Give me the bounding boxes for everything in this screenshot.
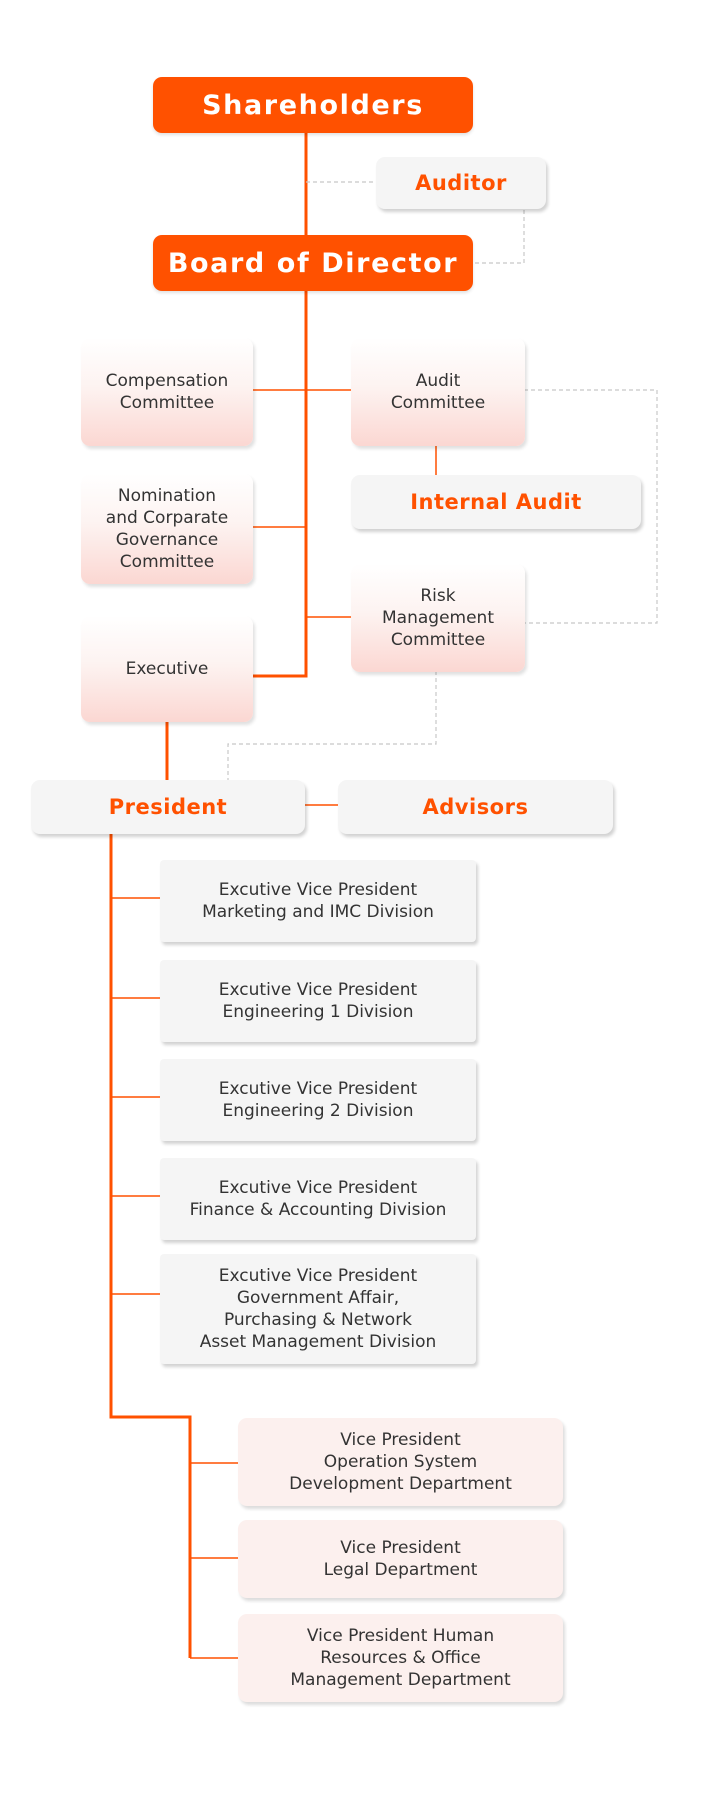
shareholders-box: Shareholders bbox=[153, 77, 473, 133]
evp-1-line-1: Excutive Vice President bbox=[218, 880, 418, 900]
evp-5-line-2: Government Affair, bbox=[236, 1288, 400, 1308]
auditor-box: Auditor bbox=[376, 157, 546, 209]
advisors-box: Advisors bbox=[338, 780, 613, 834]
vp-legal-box: Vice President Legal Department bbox=[238, 1520, 563, 1598]
audit-line-1: Audit bbox=[415, 371, 461, 391]
evp-4-line-1: Excutive Vice President bbox=[218, 1178, 418, 1198]
risk-line-3: Committee bbox=[390, 630, 486, 650]
nomination-line-3: Governance bbox=[115, 530, 219, 550]
vp-1-line-1: Vice President bbox=[340, 1430, 461, 1450]
nomination-line-2: and Corparate bbox=[105, 508, 229, 528]
evp-2-line-2: Engineering 1 Division bbox=[222, 1002, 414, 1022]
vp-human-resources-box: Vice President Human Resources & Office … bbox=[238, 1614, 563, 1702]
audit-committee-box: Audit Committee bbox=[351, 338, 525, 446]
vp-operation-system-box: Vice President Operation System Developm… bbox=[238, 1418, 563, 1506]
evp-1-line-2: Marketing and IMC Division bbox=[202, 902, 434, 922]
dotted-risk-president bbox=[227, 671, 437, 780]
audit-line-2: Committee bbox=[390, 393, 486, 413]
vp-3-line-1: Vice President Human bbox=[306, 1626, 495, 1646]
risk-line-2: Management bbox=[382, 608, 494, 628]
risk-line-1: Risk bbox=[420, 586, 456, 606]
dotted-audit-risk bbox=[524, 389, 658, 624]
internal-audit-box: Internal Audit bbox=[351, 475, 641, 529]
board-box: Board of Director bbox=[153, 235, 473, 291]
evp-5-line-4: Asset Management Division bbox=[199, 1332, 437, 1352]
evp-finance-box: Excutive Vice President Finance & Accoun… bbox=[160, 1158, 476, 1240]
evp-3-line-2: Engineering 2 Division bbox=[222, 1101, 414, 1121]
evp-3-line-1: Excutive Vice President bbox=[218, 1079, 418, 1099]
compensation-line-1: Compensation bbox=[105, 371, 229, 391]
compensation-committee-box: Compensation Committee bbox=[81, 338, 253, 446]
evp-5-line-1: Excutive Vice President bbox=[218, 1266, 418, 1286]
evp-engineering-1-box: Excutive Vice President Engineering 1 Di… bbox=[160, 960, 476, 1042]
vp-3-line-3: Management Department bbox=[290, 1670, 511, 1690]
vp-1-line-2: Operation System bbox=[323, 1452, 478, 1472]
nomination-committee-box: Nomination and Corparate Governance Comm… bbox=[81, 474, 253, 584]
line-board-spine bbox=[252, 290, 308, 678]
compensation-line-2: Committee bbox=[119, 393, 215, 413]
evp-4-line-2: Finance & Accounting Division bbox=[189, 1200, 447, 1220]
evp-marketing-box: Excutive Vice President Marketing and IM… bbox=[160, 860, 476, 942]
evp-government-affair-box: Excutive Vice President Government Affai… bbox=[160, 1254, 476, 1364]
vp-1-line-3: Development Department bbox=[289, 1474, 512, 1494]
vp-3-line-2: Resources & Office bbox=[320, 1648, 481, 1668]
nomination-line-1: Nomination bbox=[117, 486, 217, 506]
vp-2-line-1: Vice President bbox=[340, 1538, 461, 1558]
nomination-line-4: Committee bbox=[119, 552, 215, 572]
dotted-auditor-board bbox=[472, 210, 525, 264]
president-box: President bbox=[31, 780, 305, 834]
evp-5-line-3: Purchasing & Network bbox=[223, 1310, 413, 1330]
evp-engineering-2-box: Excutive Vice President Engineering 2 Di… bbox=[160, 1059, 476, 1141]
vp-2-line-2: Legal Department bbox=[323, 1560, 478, 1580]
evp-2-line-1: Excutive Vice President bbox=[218, 980, 418, 1000]
executive-box: Executive bbox=[81, 616, 253, 722]
line-president-spine bbox=[109, 830, 192, 1658]
risk-committee-box: Risk Management Committee bbox=[351, 564, 525, 672]
